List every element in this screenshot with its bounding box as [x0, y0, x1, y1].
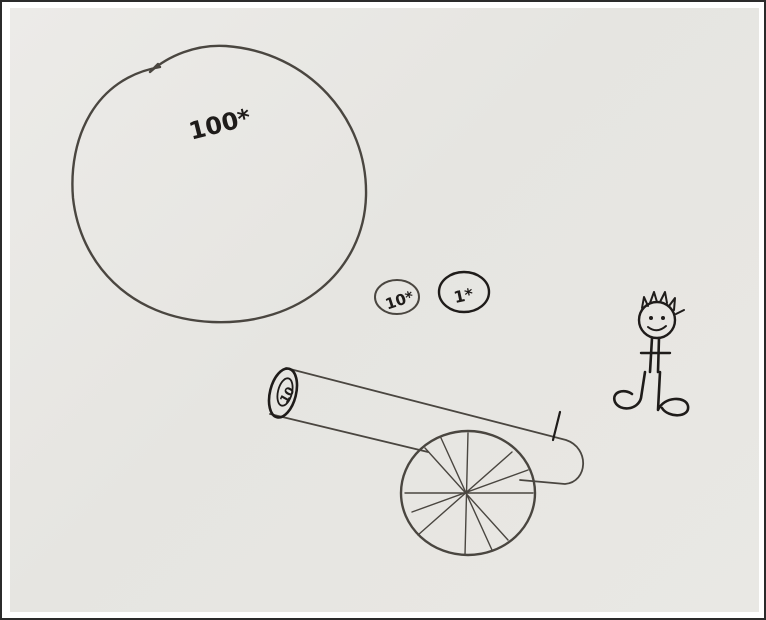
small-ball-one-label: 1*: [452, 284, 476, 307]
big-ball-label: 100*: [186, 103, 254, 145]
big-ball: 100*: [72, 46, 366, 322]
small-ball-ten: 10*: [375, 280, 419, 314]
small-ball-one: 1*: [439, 272, 489, 312]
cannon-wheel: [401, 431, 535, 555]
stick-figure: [614, 292, 688, 415]
cannon-barrel: 10: [264, 366, 583, 484]
